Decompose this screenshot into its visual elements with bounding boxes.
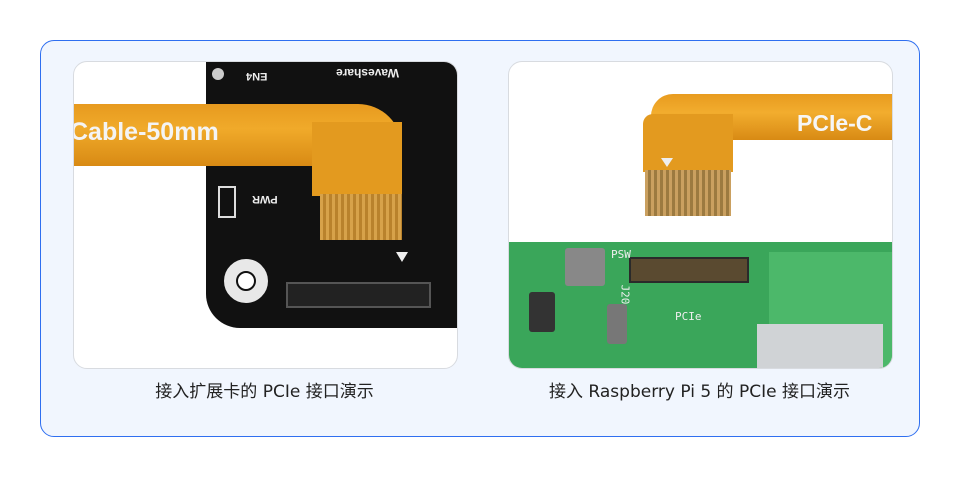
mounting-hole [224,259,268,303]
cable-label: Cable-50mm [73,118,219,146]
component [529,292,555,332]
ffc-cable-bend [312,122,402,196]
pin-pad [212,68,224,80]
cable-label: PCIe-C [797,110,873,136]
demo-panel: EN4 Waveshare PWR Cable-50mm 接入扩展卡的 PCIe… [40,40,920,437]
silkscreen-pcie: PCIe [675,310,702,323]
silkscreen-pwr: PWR [252,193,278,205]
cable-gold-fingers [320,194,402,240]
silkscreen-j20: J20 [618,284,632,305]
fpc-connector [286,282,431,308]
caption-expansion-card: 接入扩展卡的 PCIe 接口演示 [155,382,374,402]
rf-shield [757,324,883,368]
expansion-card-photo: EN4 Waveshare PWR Cable-50mm [73,61,458,369]
caption-raspberry-pi: 接入 Raspberry Pi 5 的 PCIe 接口演示 [549,382,850,402]
ffc-cable-bend [643,114,733,172]
silkscreen-en4: EN4 [246,70,268,82]
mounting-hole-inner [236,271,256,291]
silkscreen-psw: PSW [611,248,631,261]
pin1-marker [661,158,673,167]
pin1-marker [396,252,408,262]
silkscreen-brand: Waveshare [336,66,399,80]
power-switch [565,248,605,286]
component [607,304,627,344]
led [218,186,236,218]
pcie-fpc-connector [629,257,749,283]
cable-gold-fingers [645,170,731,216]
raspberry-pi-photo: PSW J20 PCIe PCIe-C [508,61,893,369]
